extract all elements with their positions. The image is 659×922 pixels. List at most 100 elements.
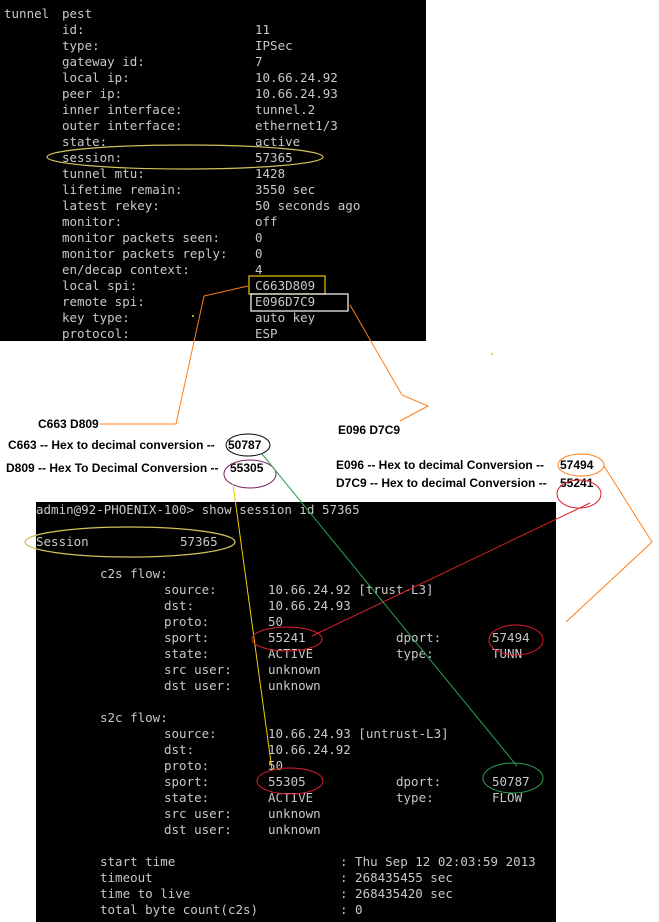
tunnel-key: key type: bbox=[62, 310, 130, 325]
s2c-sport-key: sport: bbox=[164, 774, 210, 789]
tunnel-key: session: bbox=[62, 150, 123, 165]
tunnel-value: IPSec bbox=[255, 38, 293, 53]
s2c-dst: 10.66.24.92 bbox=[268, 742, 351, 757]
tunnel-value: auto key bbox=[255, 310, 316, 325]
c2s-dst-user: unknown bbox=[268, 678, 321, 693]
tunnel-header-label: tunnel bbox=[4, 6, 50, 21]
tunnel-value: off bbox=[255, 214, 278, 229]
tunnel-value: 57365 bbox=[255, 150, 293, 165]
tunnel-value: 4 bbox=[255, 262, 263, 277]
command-prompt: admin@92-PHOENIX-100> show session id 57… bbox=[36, 502, 360, 517]
tunnel-key: local ip: bbox=[62, 70, 130, 85]
c2s-source: 10.66.24.92 [trust-L3] bbox=[268, 582, 434, 597]
c663-conversion-note: C663 -- Hex to decimal conversion -- bbox=[8, 438, 215, 452]
tunnel-terminal: tunnel pest id: 11 type: IPSec gateway i… bbox=[0, 0, 426, 341]
tunnel-key: type: bbox=[62, 38, 100, 53]
c2s-type: TUNN bbox=[492, 646, 523, 661]
tunnel-key: state: bbox=[62, 134, 108, 149]
tunnel-key: monitor packets reply: bbox=[62, 246, 228, 261]
tunnel-value: 10.66.24.92 bbox=[255, 70, 338, 85]
s2c-dport: 50787 bbox=[492, 774, 530, 789]
s2c-proto-key: proto: bbox=[164, 758, 210, 773]
tunnel-value: 50 seconds ago bbox=[255, 198, 361, 213]
tunnel-key: latest rekey: bbox=[62, 198, 160, 213]
d7c9-decimal-value: 55241 bbox=[560, 476, 594, 490]
tunnel-key: peer ip: bbox=[62, 86, 123, 101]
tunnel-key: inner interface: bbox=[62, 102, 183, 117]
c2s-state-key: state: bbox=[164, 646, 210, 661]
c2s-proto-key: proto: bbox=[164, 614, 210, 629]
c2s-type-key: type: bbox=[396, 646, 434, 661]
tunnel-value: 10.66.24.93 bbox=[255, 86, 338, 101]
s2c-type-key: type: bbox=[396, 790, 434, 805]
remote-spi-value: E096D7C9 bbox=[255, 294, 316, 309]
s2c-dst-user-key: dst user: bbox=[164, 822, 232, 837]
s2c-proto: 50 bbox=[268, 758, 284, 773]
s2c-src-user-key: src user: bbox=[164, 806, 232, 821]
c2s-dst-key: dst: bbox=[164, 598, 195, 613]
s2c-dport-key: dport: bbox=[396, 774, 442, 789]
d809-conversion-note: D809 -- Hex To Decimal Conversion -- bbox=[6, 461, 219, 475]
d7c9-conversion-note: D7C9 -- Hex to decimal Conversion -- bbox=[336, 476, 547, 490]
c2s-dst-user-key: dst user: bbox=[164, 678, 232, 693]
c2s-proto: 50 bbox=[268, 614, 284, 629]
tunnel-value: 0 bbox=[255, 230, 263, 245]
tunnel-value: 0 bbox=[255, 246, 263, 261]
c2s-state: ACTIVE bbox=[268, 646, 314, 661]
tunnel-key: outer interface: bbox=[62, 118, 183, 133]
tunnel-header-name: pest bbox=[62, 6, 93, 21]
c2s-src-user-key: src user: bbox=[164, 662, 232, 677]
local-spi-split-note: C663 D809 bbox=[38, 417, 99, 431]
tunnel-key: monitor: bbox=[62, 214, 123, 229]
tunnel-value: 3550 sec bbox=[255, 182, 316, 197]
s2c-type: FLOW bbox=[492, 790, 523, 805]
d809-decimal-value: 55305 bbox=[230, 461, 264, 475]
tunnel-key: monitor packets seen: bbox=[62, 230, 221, 245]
tunnel-key: protocol: bbox=[62, 326, 130, 341]
s2c-dst-key: dst: bbox=[164, 742, 195, 757]
s2c-state: ACTIVE bbox=[268, 790, 314, 805]
s2c-source: 10.66.24.93 [untrust-L3] bbox=[268, 726, 449, 741]
tunnel-key: en/decap context: bbox=[62, 262, 190, 277]
e096-decimal-value: 57494 bbox=[560, 458, 594, 472]
s2c-dst-user: unknown bbox=[268, 822, 321, 837]
tunnel-value: ESP bbox=[255, 326, 278, 341]
tunnel-key: tunnel mtu: bbox=[62, 166, 145, 181]
session-id: 57365 bbox=[180, 534, 218, 549]
remote-spi-split-note: E096 D7C9 bbox=[338, 423, 401, 437]
ttl-key: time to live bbox=[100, 886, 191, 901]
start-time-key: start time bbox=[100, 854, 176, 869]
tunnel-value: ethernet1/3 bbox=[255, 118, 338, 133]
c2s-sport-key: sport: bbox=[164, 630, 210, 645]
e096-conversion-note: E096 -- Hex to decimal Conversion -- bbox=[336, 458, 545, 472]
start-time-value: : Thu Sep 12 02:03:59 2013 bbox=[340, 854, 536, 869]
tunnel-key: remote spi: bbox=[62, 294, 145, 309]
c2s-dst: 10.66.24.93 bbox=[268, 598, 351, 613]
tunnel-value: 11 bbox=[255, 22, 271, 37]
tunnel-key: gateway id: bbox=[62, 54, 145, 69]
c663-decimal-value: 50787 bbox=[228, 438, 262, 452]
timeout-key: timeout bbox=[100, 870, 153, 885]
tunnel-value: 1428 bbox=[255, 166, 286, 181]
session-terminal: admin@92-PHOENIX-100> show session id 57… bbox=[36, 502, 556, 922]
byte-count-key: total byte count(c2s) bbox=[100, 902, 259, 917]
s2c-state-key: state: bbox=[164, 790, 210, 805]
s2c-source-key: source: bbox=[164, 726, 217, 741]
stray-dot bbox=[491, 353, 493, 355]
c2s-flow-title: c2s flow: bbox=[100, 566, 168, 581]
c2s-source-key: source: bbox=[164, 582, 217, 597]
tunnel-key: lifetime remain: bbox=[62, 182, 183, 197]
tunnel-key: id: bbox=[62, 22, 85, 37]
c2s-sport: 55241 bbox=[268, 630, 306, 645]
ttl-value: : 268435420 sec bbox=[340, 886, 453, 901]
tunnel-value: active bbox=[255, 134, 301, 149]
tunnel-key: local spi: bbox=[62, 278, 138, 293]
byte-count-value: : 0 bbox=[340, 902, 363, 917]
tunnel-value: 7 bbox=[255, 54, 263, 69]
s2c-src-user: unknown bbox=[268, 806, 321, 821]
s2c-flow-title: s2c flow: bbox=[100, 710, 168, 725]
c2s-dport-key: dport: bbox=[396, 630, 442, 645]
c2s-src-user: unknown bbox=[268, 662, 321, 677]
session-label: Session bbox=[36, 534, 89, 549]
local-spi-value: C663D809 bbox=[255, 278, 316, 293]
